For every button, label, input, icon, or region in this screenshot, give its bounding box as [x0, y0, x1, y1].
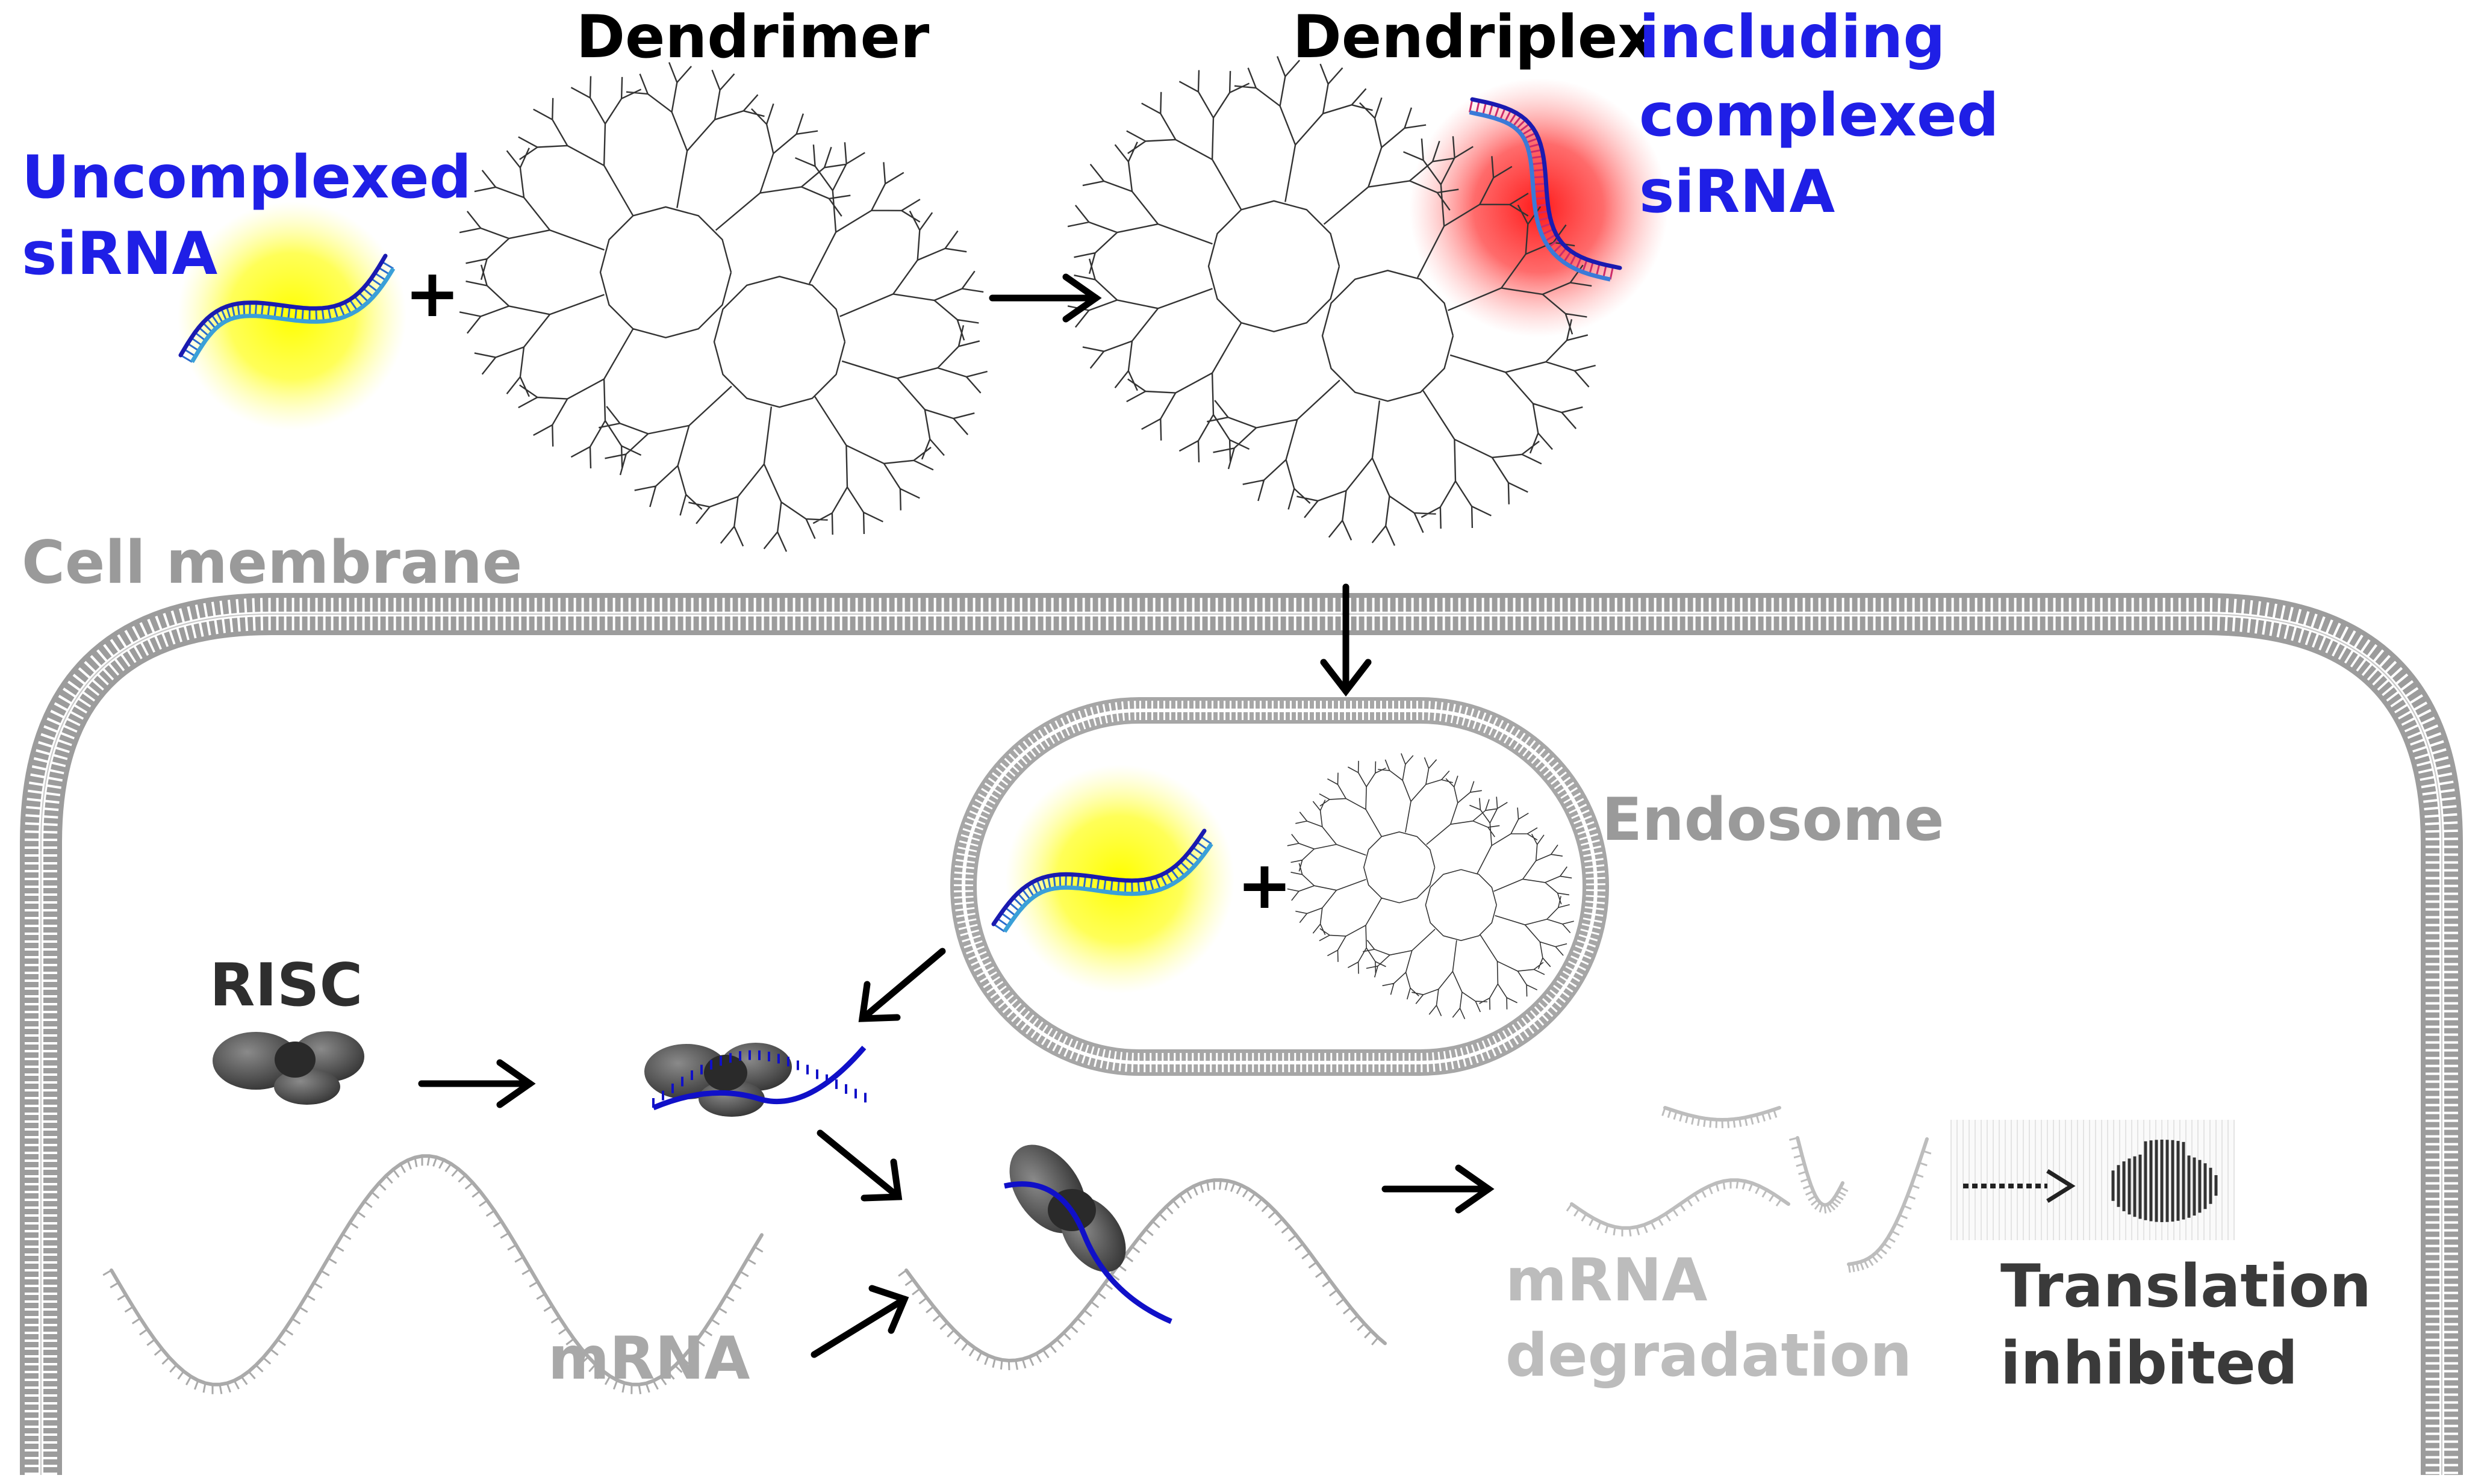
endosome	[950, 697, 1609, 1076]
dendrimer-label: Dendrimer	[576, 3, 930, 72]
mrna-fragment	[1566, 1178, 1790, 1237]
translation-inhibited-icon	[1950, 1120, 2235, 1240]
endosome-label: Endosome	[1602, 786, 1944, 854]
complexed-label: complexed	[1639, 81, 1999, 150]
dendrimer	[459, 62, 988, 552]
uncomplexed-sirna-label: siRNA	[22, 220, 217, 288]
release-arrow	[858, 948, 946, 1022]
uncomplexed-sirna-strand	[178, 253, 396, 364]
complexed-sirna-strand	[1469, 97, 1622, 282]
target-mrna-strand	[898, 1178, 1387, 1370]
risc-loading-arrow	[418, 1059, 536, 1108]
including-label: including	[1639, 3, 1945, 72]
target-binding-arrow	[817, 1129, 903, 1202]
complexed-sirna-glow	[1409, 78, 1668, 337]
cell-membrane	[20, 593, 2463, 1475]
mrna-fragment	[1847, 1137, 1932, 1273]
mrna-strand	[102, 1154, 764, 1394]
plus-sign: +	[405, 255, 460, 332]
mrna-fragment	[1789, 1136, 1849, 1214]
risc-label: RISC	[210, 951, 363, 1020]
uncomplexed-sirna-glow	[178, 202, 406, 430]
dendriplex-label: Dendriplex	[1292, 3, 1655, 72]
mrna-binding-arrow	[811, 1285, 909, 1358]
released-dendrimer	[1287, 753, 1574, 1019]
cell-membrane-label: Cell membrane	[22, 529, 522, 597]
released-sirna-strand	[991, 828, 1213, 933]
uncomplexed-label: Uncomplexed	[22, 143, 472, 212]
mrna-label: mRNA	[548, 1324, 750, 1393]
translation-label: Translation	[2000, 1252, 2371, 1321]
mrna-degradation-label-line2: degradation	[1505, 1321, 1912, 1390]
endosome-plus-sign: +	[1237, 846, 1292, 924]
mrna-fragment	[1661, 1106, 1781, 1129]
uptake-arrow	[1320, 583, 1372, 697]
process-arrows	[418, 273, 1495, 1358]
risc-complex	[213, 1031, 364, 1105]
degradation-arrow	[1381, 1164, 1495, 1214]
risc-sirna-complex	[644, 1043, 867, 1117]
mrna-degradation-label-line1: mRNA	[1505, 1246, 1708, 1315]
dendriplex-dendrimer	[1067, 56, 1596, 546]
complexed-sirna-label: siRNA	[1639, 158, 1835, 226]
risc-bound-to-mrna	[1004, 1144, 1172, 1324]
inhibited-label: inhibited	[2000, 1329, 2298, 1398]
combine-arrow	[989, 273, 1102, 323]
